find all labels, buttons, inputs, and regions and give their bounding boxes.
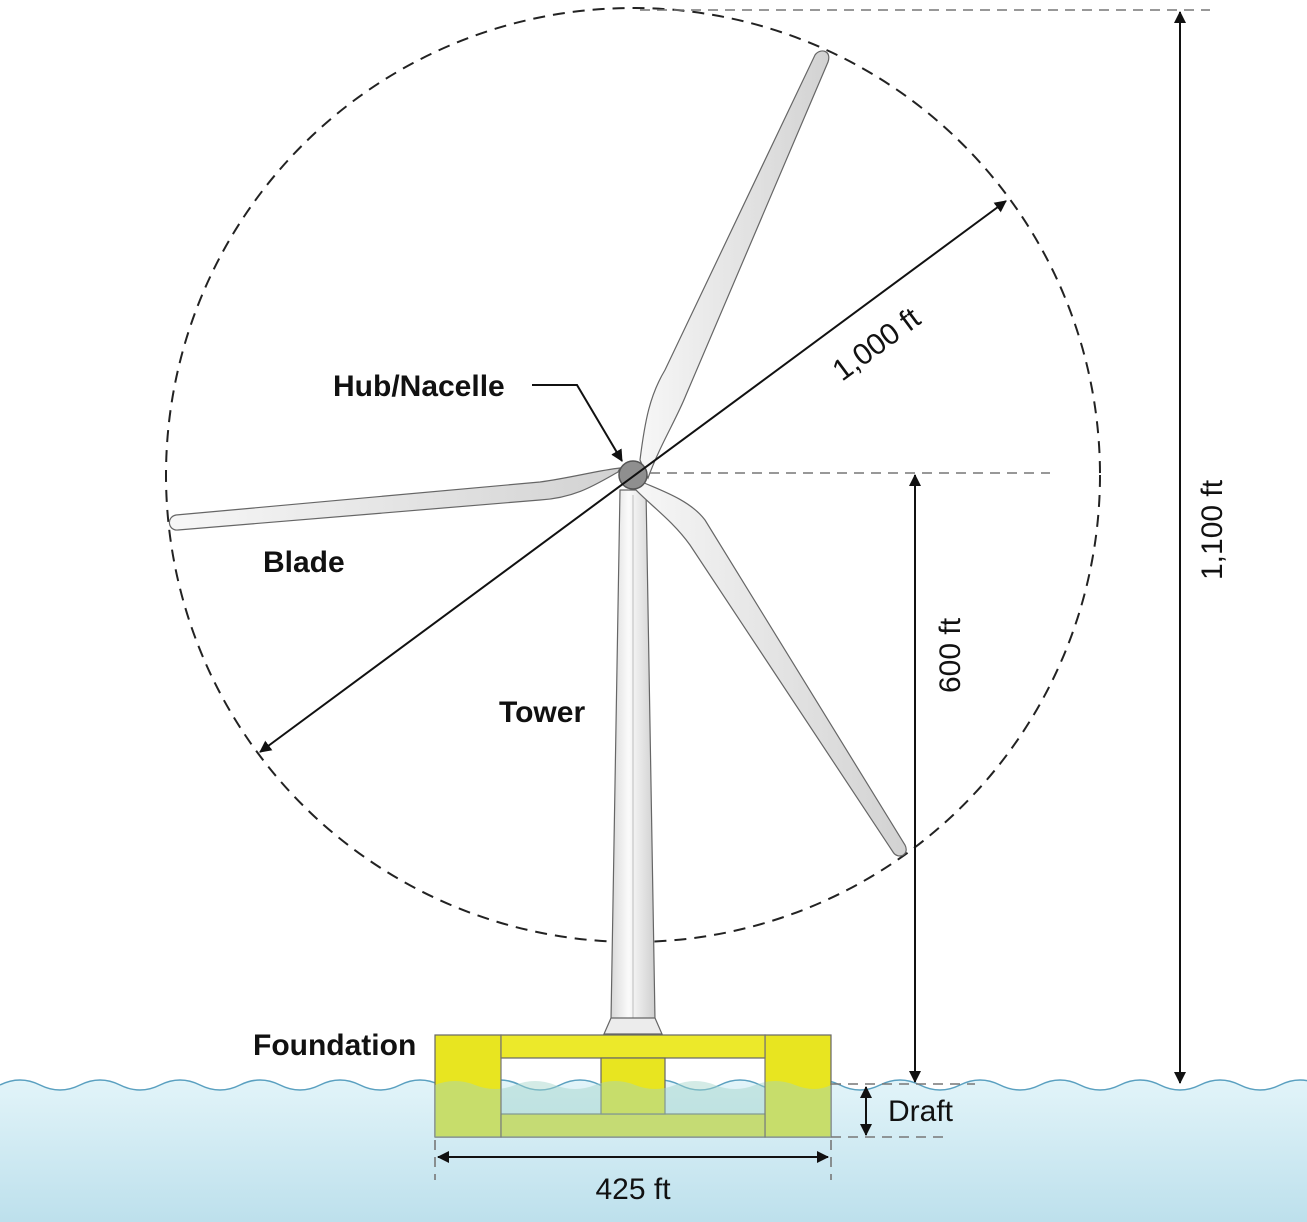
draft-label: Draft <box>888 1095 954 1128</box>
blade-label: Blade <box>263 546 345 579</box>
hub-leader-line <box>532 384 623 462</box>
blades <box>168 50 907 857</box>
total-height-label: 1,100 ft <box>1196 479 1229 580</box>
foundation-label: Foundation <box>253 1029 416 1062</box>
blade-upper <box>639 50 830 480</box>
blade-left <box>168 467 622 531</box>
rotor-diameter-arrow <box>259 200 1007 753</box>
hub-label: Hub/Nacelle <box>333 370 505 403</box>
rotor-swept-circle <box>165 7 1101 943</box>
tower-label: Tower <box>499 696 585 729</box>
foundation-width-label: 425 ft <box>595 1173 671 1206</box>
hub-height-label: 600 ft <box>934 617 967 693</box>
blade-lower <box>633 481 907 857</box>
rotor-diameter-label: 1,000 ft <box>827 301 928 387</box>
tower <box>603 489 663 1035</box>
foundation <box>434 1034 832 1138</box>
